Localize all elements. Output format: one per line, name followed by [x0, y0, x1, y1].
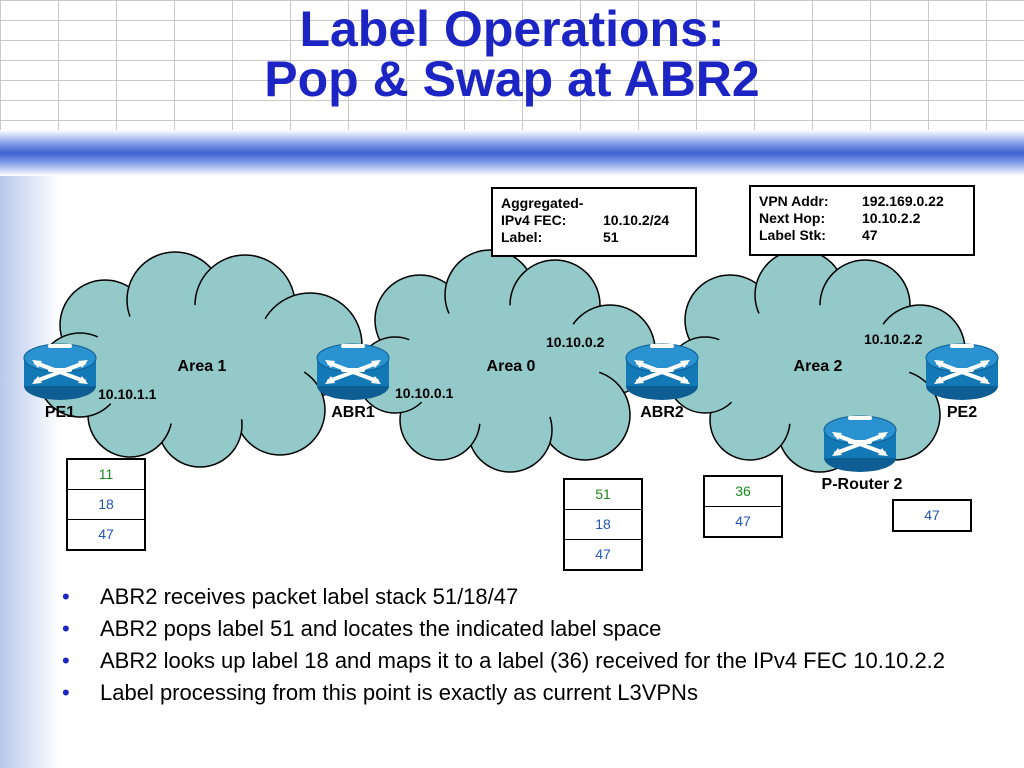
- vpn-row-value: 10.10.2.2: [862, 210, 921, 226]
- vpn-row: Label Stk: 47: [759, 227, 965, 244]
- router-icon: [924, 342, 1000, 402]
- bullet-item: • ABR2 looks up label 18 and maps it to a…: [62, 648, 962, 673]
- bullet-icon: •: [62, 680, 70, 705]
- title-line-1: Label Operations:: [299, 1, 725, 57]
- router-label-abr2: ABR2: [640, 404, 684, 421]
- fec-row: IPv4 FEC: 10.10.2/24: [501, 212, 687, 229]
- fec-heading: Aggregated-: [501, 195, 584, 211]
- fec-row-value: 51: [603, 229, 619, 245]
- address-abr1: 10.10.0.1: [395, 385, 454, 401]
- cloud-area-2: [666, 249, 966, 473]
- title-line-2: Pop & Swap at ABR2: [264, 51, 760, 107]
- label-cell: 47: [924, 507, 940, 523]
- cloud-area-0: [356, 249, 656, 473]
- fec-info-box: Aggregated- IPv4 FEC: 10.10.2/24 Label: …: [491, 187, 697, 257]
- address-pe1: 10.10.1.1: [98, 386, 157, 402]
- vpn-info-box: VPN Addr: 192.169.0.22 Next Hop: 10.10.2…: [749, 185, 975, 256]
- bullet-item: • ABR2 pops label 51 and locates the indi…: [62, 616, 962, 641]
- label-cell: 11: [98, 466, 114, 482]
- bullet-list: • ABR2 receives packet label stack 51/18/…: [62, 584, 962, 712]
- bullet-text: ABR2 looks up label 18 and maps it to a …: [100, 648, 946, 673]
- label-cell: 47: [705, 506, 781, 536]
- fec-row: Label: 51: [501, 229, 687, 246]
- router-label-abr1: ABR1: [331, 404, 375, 421]
- vpn-row: VPN Addr: 192.169.0.22: [759, 193, 965, 210]
- vpn-row-key: Label Stk:: [759, 227, 826, 243]
- router-icon: [315, 342, 391, 402]
- label-cell: 18: [565, 509, 641, 539]
- area-0-label: Area 0: [487, 358, 536, 375]
- vpn-row-key: Next Hop:: [759, 210, 826, 226]
- header-band: [0, 130, 1024, 176]
- fec-row-key: IPv4 FEC:: [501, 212, 567, 228]
- label-cell: 36: [735, 483, 751, 499]
- router-icon: [822, 414, 898, 474]
- fec-row-key: Label:: [501, 229, 543, 245]
- label-stack-area2: 36 47: [703, 475, 783, 538]
- router-label-pe1: PE1: [45, 404, 75, 421]
- label-cell: 47: [565, 539, 641, 569]
- router-label-pe2: PE2: [947, 404, 977, 421]
- address-pe2: 10.10.2.2: [864, 331, 923, 347]
- address-abr2: 10.10.0.2: [546, 334, 605, 350]
- label-cell: 47: [68, 519, 144, 549]
- area-1-label: Area 1: [178, 358, 227, 375]
- label-stack-pe1: 11 18 47: [66, 458, 146, 551]
- router-label-p-router-2: P-Router 2: [822, 476, 903, 493]
- vpn-row: Next Hop: 10.10.2.2: [759, 210, 965, 227]
- label-cell: 51: [595, 486, 611, 502]
- bullet-item: • Label processing from this point is exa…: [62, 680, 962, 705]
- area-2-label: Area 2: [794, 358, 843, 375]
- bullet-icon: •: [62, 648, 70, 673]
- label-stack-area0: 51 18 47: [563, 478, 643, 571]
- bullet-text: Label processing from this point is exac…: [100, 680, 698, 705]
- bullet-icon: •: [62, 616, 70, 641]
- fec-row-value: 10.10.2/24: [603, 212, 670, 228]
- bullet-item: • ABR2 receives packet label stack 51/18/…: [62, 584, 962, 609]
- background-gradient: [0, 175, 60, 768]
- label-cell: 18: [68, 489, 144, 519]
- vpn-row-value: 47: [862, 227, 878, 243]
- bullet-text: ABR2 pops label 51 and locates the indic…: [100, 616, 662, 641]
- bullet-icon: •: [62, 584, 70, 609]
- vpn-row-key: VPN Addr:: [759, 193, 829, 209]
- header-grid: [0, 0, 1024, 132]
- slide-title: Label Operations: Pop & Swap at ABR2: [0, 4, 1024, 104]
- cloud-area-1: [37, 251, 363, 468]
- router-icon: [22, 342, 98, 402]
- vpn-row-value: 192.169.0.22: [862, 193, 944, 209]
- label-stack-pe2: 47: [892, 499, 972, 532]
- bullet-text: ABR2 receives packet label stack 51/18/4…: [100, 584, 519, 609]
- router-icon: [624, 342, 700, 402]
